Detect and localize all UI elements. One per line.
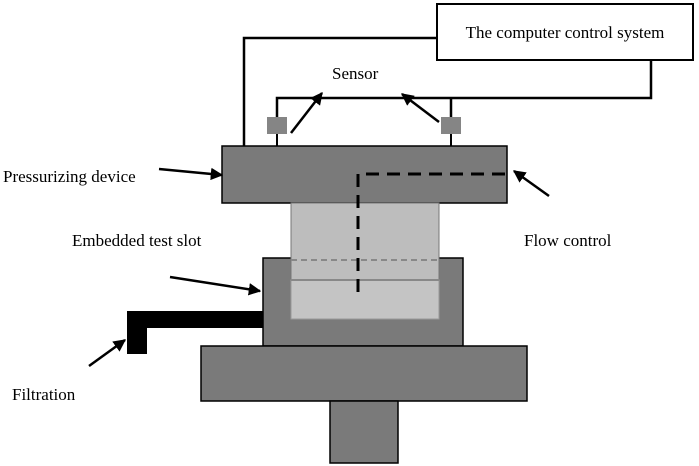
flow-control-path [356,172,505,298]
embedded-test-slot-label: Embedded test slot [72,231,202,250]
test-slot-arrow [169,275,262,296]
sensor-left [267,117,287,134]
test-chamber [290,279,440,320]
test-column [290,202,440,281]
sensor-arrow-left [290,92,323,134]
filtration-pipe-horizontal [127,311,263,328]
filtration-arrow [88,338,127,368]
pressurizing-device-label: Pressurizing device [3,167,136,186]
sensor-label: Sensor [332,64,379,83]
sensor-right [441,117,461,134]
pressurizing-arrow [158,167,224,181]
base-foot [329,400,399,464]
control-system-box [436,3,694,61]
flow-control-arrow [512,169,550,198]
control-wire-to-pressurizer [242,36,437,146]
filtration-label: Filtration [12,385,76,404]
sensor-arrow-right [401,93,440,123]
control-system-label: The computer control system [466,23,665,42]
base-plate [200,345,528,402]
filtration-pipe-vertical [127,311,147,354]
pressurizing-device [221,145,508,204]
flow-control-label: Flow control [524,231,612,250]
sensor-wire [275,60,653,118]
